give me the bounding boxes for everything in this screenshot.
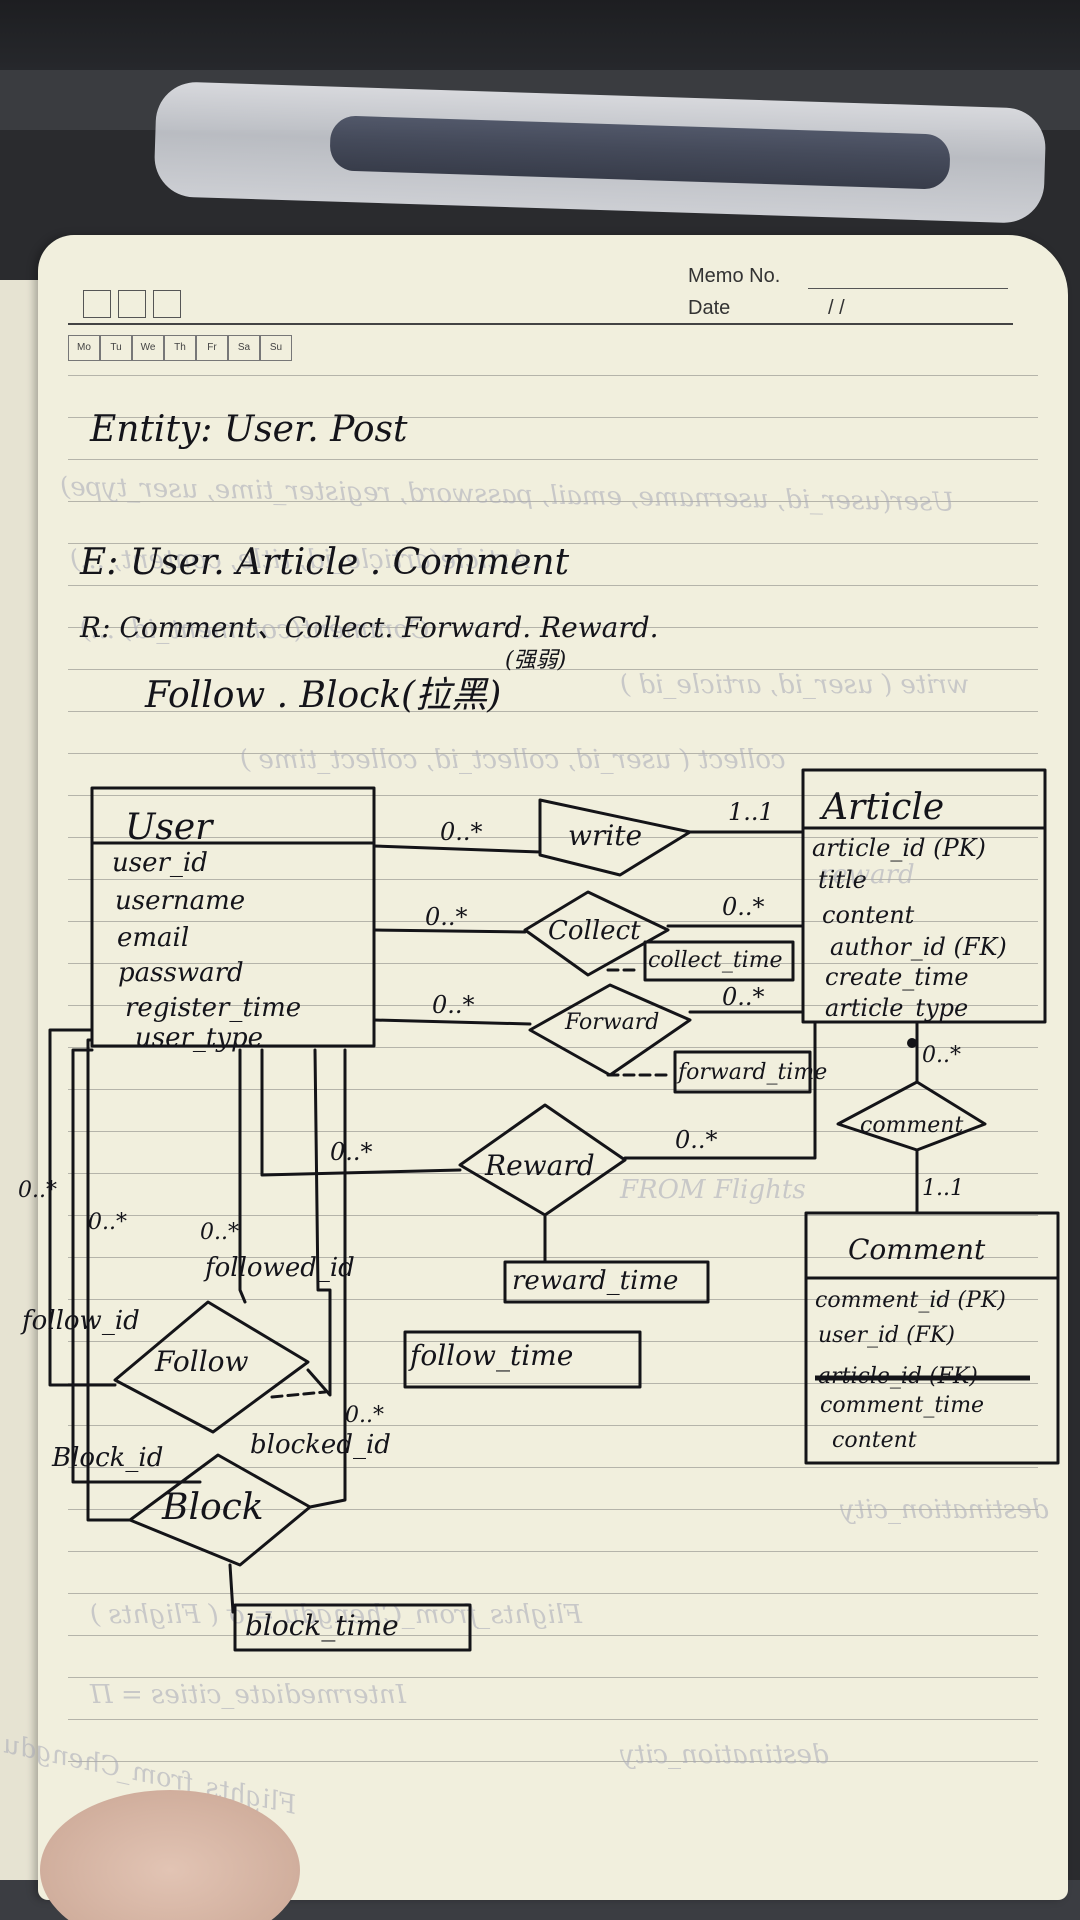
block-mult-right: 0..* xyxy=(345,1403,384,1428)
collect-time: collect_time xyxy=(648,948,783,973)
follow-label: Follow xyxy=(155,1345,249,1378)
sun-icon xyxy=(83,290,111,318)
reward-label: Reward xyxy=(485,1149,595,1182)
date-separators: / / xyxy=(828,297,845,319)
follow-time-box xyxy=(403,1330,642,1389)
comment-attr-2-struck: article_id (FK) xyxy=(818,1364,978,1389)
comment-attr-3: comment_time xyxy=(820,1393,985,1418)
forward-time: forward_time xyxy=(678,1060,828,1085)
comment-top-mult: 0..* xyxy=(922,1043,961,1068)
note-follow-block: Follow . Block(拉黑) xyxy=(145,675,502,716)
write-diamond xyxy=(538,798,692,877)
note-r: R: Comment、Collect. Forward. Reward. xyxy=(80,611,659,644)
follow-mult-right: 0..* xyxy=(200,1220,239,1245)
comment-attr-0: comment_id (PK) xyxy=(815,1288,1006,1313)
weekday-tu: Tu xyxy=(100,335,132,361)
comment-attr-1: user_id (FK) xyxy=(818,1323,955,1348)
notebook-page: Mo Tu We Th Fr Sa Su Memo No. Date / / xyxy=(38,235,1068,1900)
reward-time-box xyxy=(503,1260,710,1304)
collect-time-box xyxy=(643,940,795,982)
note-e: E: User. Article . Comment xyxy=(80,542,570,583)
comment-attr-4: content xyxy=(832,1428,917,1453)
collect-right-mult: 0..* xyxy=(722,893,765,921)
article-attr-5: article_type xyxy=(825,994,969,1022)
weekday-mo: Mo xyxy=(68,335,100,361)
user-attr-4: register_time xyxy=(125,993,302,1023)
user-attr-3: passward xyxy=(118,958,244,988)
ghost-text-7: FROM Flights xyxy=(620,1175,806,1205)
comment-entity-title: Comment xyxy=(848,1233,986,1266)
header-rule xyxy=(68,323,1013,325)
cloud-icon xyxy=(118,290,146,318)
block-role-right: blocked_id xyxy=(250,1430,391,1460)
article-entity-title: Article xyxy=(822,787,945,828)
comment-dot xyxy=(907,1038,917,1048)
user-entity-title: User xyxy=(125,807,213,848)
follow-mult-left: 0..* xyxy=(88,1210,127,1235)
user-attr-0: user_id xyxy=(112,848,208,878)
article-attr-4: create_time xyxy=(825,963,969,991)
article-attr-0: article_id (PK) xyxy=(812,834,986,862)
memo-line xyxy=(808,288,1008,289)
weekday-th: Th xyxy=(164,335,196,361)
follow-time: follow_time xyxy=(410,1339,574,1372)
follow-mult-outer: 0..* xyxy=(18,1178,57,1203)
date-label: Date xyxy=(688,297,731,319)
comment-rel-label: comment xyxy=(860,1113,964,1138)
article-entity-box xyxy=(801,768,1047,1024)
block-time: block_time xyxy=(245,1609,399,1642)
note-entity: Entity: User. Post xyxy=(90,409,408,450)
forward-right-mult: 0..* xyxy=(722,983,765,1011)
follow-role-right: followed_id xyxy=(205,1253,355,1283)
user-attr-2: email xyxy=(117,923,190,953)
user-entity-box xyxy=(90,786,376,1048)
follow-role-left: follow_id xyxy=(22,1306,140,1336)
weekday-we: We xyxy=(132,335,164,361)
thumb xyxy=(40,1790,300,1920)
block-diamond xyxy=(128,1453,312,1567)
article-attr-1: title xyxy=(818,866,867,894)
collect-diamond xyxy=(523,890,670,977)
write-label: write xyxy=(568,819,643,852)
weekday-sa: Sa xyxy=(228,335,260,361)
comment-entity-box xyxy=(804,1211,1060,1465)
article-attr-2: content xyxy=(822,901,915,929)
memo-label: Memo No. xyxy=(688,265,781,287)
collect-label: Collect xyxy=(548,916,641,946)
forward-left-mult: 0..* xyxy=(432,991,475,1019)
reward-time: reward_time xyxy=(512,1266,679,1296)
write-right-mult: 1..1 xyxy=(728,798,774,826)
weekday-fr: Fr xyxy=(196,335,228,361)
article-attr-3: author_id (FK) xyxy=(830,933,1007,961)
ghost-text-6: reward xyxy=(820,860,915,890)
comment-bottom-mult: 1..1 xyxy=(922,1176,964,1201)
write-left-mult: 0..* xyxy=(440,818,483,846)
note-annotation: (强弱) xyxy=(505,648,567,673)
block-time-box xyxy=(233,1603,472,1652)
forward-label: Forward xyxy=(565,1010,660,1035)
user-attr-5: user_type xyxy=(135,1023,264,1053)
follow-diamond xyxy=(113,1300,310,1434)
forward-time-box xyxy=(673,1050,812,1094)
user-attr-1: username xyxy=(115,886,246,916)
block-role-left: Block_id xyxy=(52,1443,164,1473)
block-label: Block xyxy=(162,1487,264,1528)
reward-right-mult: 0..* xyxy=(675,1126,718,1154)
umbrella-icon xyxy=(153,290,181,318)
collect-left-mult: 0..* xyxy=(425,903,468,931)
weekday-su: Su xyxy=(260,335,292,361)
reward-left-mult: 0..* xyxy=(330,1138,373,1166)
